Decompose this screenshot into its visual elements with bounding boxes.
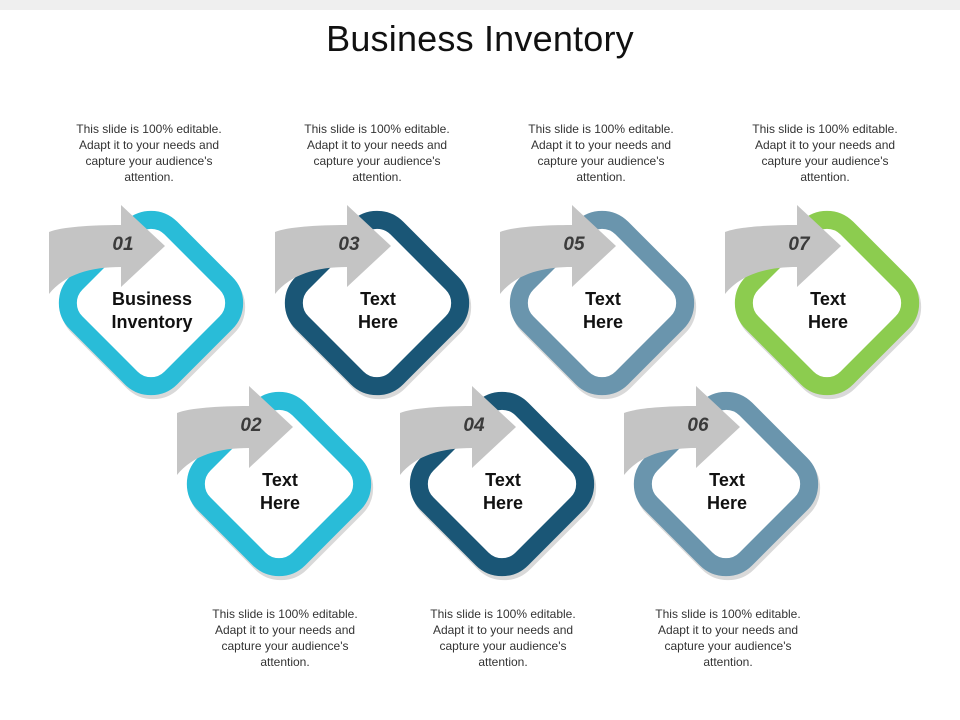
step-label: Text Here	[357, 289, 399, 332]
step-label: Text Here	[482, 470, 524, 513]
step-03: 03 Text Here	[257, 183, 497, 423]
step-label: Text Here	[807, 289, 849, 332]
step-shape	[177, 386, 374, 581]
step-number: 01	[112, 234, 134, 255]
arrow-icon	[49, 205, 165, 294]
step-06: 06 Text Here	[606, 364, 846, 604]
arrow-icon	[725, 205, 841, 294]
step-shape	[400, 386, 597, 581]
arrow-icon	[500, 205, 616, 294]
description-02: This slide is 100% editable. Adapt it to…	[212, 607, 358, 669]
step-number: 03	[338, 234, 360, 255]
step-01: 01 Business Inventory	[31, 183, 271, 423]
description-07: This slide is 100% editable. Adapt it to…	[752, 122, 898, 184]
step-label: Text Here	[259, 470, 301, 513]
step-shape	[500, 205, 697, 400]
step-04: 04 Text Here	[382, 364, 622, 604]
step-05: 05 Text Here	[482, 183, 722, 423]
step-label: Text Here	[582, 289, 624, 332]
description-05: This slide is 100% editable. Adapt it to…	[528, 122, 674, 184]
step-label: Business Inventory	[111, 289, 193, 332]
step-number: 05	[563, 234, 585, 255]
description-03: This slide is 100% editable. Adapt it to…	[304, 122, 450, 184]
arrow-icon	[177, 386, 293, 475]
description-01: This slide is 100% editable. Adapt it to…	[76, 122, 222, 184]
step-shape	[275, 205, 472, 400]
step-number: 07	[788, 234, 810, 255]
description-04: This slide is 100% editable. Adapt it to…	[430, 607, 576, 669]
step-label: Text Here	[706, 470, 748, 513]
page-title: Business Inventory	[326, 18, 634, 59]
step-number: 02	[240, 415, 262, 436]
step-shape	[49, 205, 246, 400]
step-number: 04	[463, 415, 485, 436]
top-bar	[0, 0, 960, 10]
step-shape	[725, 205, 922, 400]
arrow-icon	[624, 386, 740, 475]
step-02: 02 Text Here	[159, 364, 399, 604]
arrow-icon	[275, 205, 391, 294]
description-06: This slide is 100% editable. Adapt it to…	[655, 607, 801, 669]
arrow-icon	[400, 386, 516, 475]
step-number: 06	[687, 415, 709, 436]
step-07: 07 Text Here	[707, 183, 947, 423]
step-shape	[624, 386, 821, 581]
